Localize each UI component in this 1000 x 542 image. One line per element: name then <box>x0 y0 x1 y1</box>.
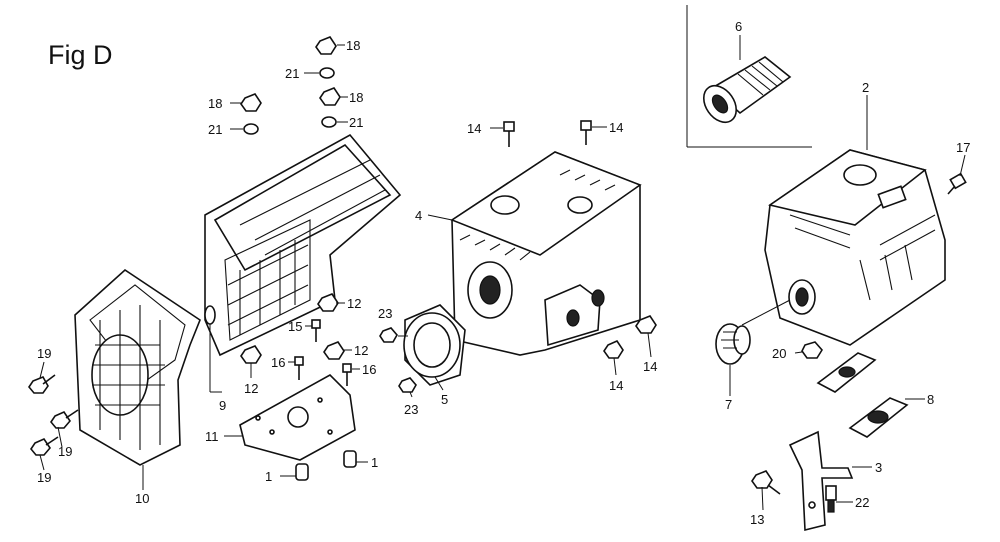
washer-21-b[interactable] <box>321 116 337 128</box>
bolt-22[interactable] <box>825 485 837 513</box>
callout-label: 12 <box>244 381 258 396</box>
callout-label: 22 <box>855 495 869 510</box>
callout-label: 13 <box>750 512 764 527</box>
callout-label: 10 <box>135 491 149 506</box>
nut-20[interactable] <box>801 341 823 359</box>
starter-cover[interactable] <box>403 304 466 386</box>
bolt-14-a[interactable] <box>503 121 515 147</box>
callout-label: 18 <box>346 38 360 53</box>
callout-label: 5 <box>441 392 448 407</box>
callout-label: 21 <box>208 122 222 137</box>
callout-label: 18 <box>349 90 363 105</box>
callout-label: 3 <box>875 460 882 475</box>
callout-label: 9 <box>219 398 226 413</box>
callout-label: 14 <box>643 359 657 374</box>
bolt-15[interactable] <box>311 319 321 342</box>
callout-label: 6 <box>735 19 742 34</box>
callout-label: 19 <box>58 444 72 459</box>
nut-18-c[interactable] <box>240 93 262 112</box>
bolt-23-lower[interactable] <box>398 377 417 393</box>
bolt-16-b[interactable] <box>342 363 352 386</box>
muffler-stay[interactable] <box>788 430 854 532</box>
callout-label: 16 <box>362 362 376 377</box>
cylinder-shroud[interactable] <box>74 268 201 466</box>
callout-label: 14 <box>609 120 623 135</box>
callout-label: 19 <box>37 346 51 361</box>
nut-18-a[interactable] <box>315 36 337 55</box>
cylinder-cover[interactable] <box>204 133 402 357</box>
callout-label: 8 <box>927 392 934 407</box>
callouts: 18 21 18 18 21 21 14 14 6 2 17 4 12 23 1… <box>37 19 970 527</box>
fan-cover[interactable] <box>450 151 642 356</box>
spark-arrester-screen[interactable] <box>697 56 792 128</box>
callout-label: 12 <box>347 296 361 311</box>
callout-label: 7 <box>725 397 732 412</box>
leader-lines <box>39 35 966 511</box>
washer-21-c[interactable] <box>243 123 259 135</box>
collar-12-b[interactable] <box>323 341 345 360</box>
bolt-17[interactable] <box>947 172 967 195</box>
washer-21-a[interactable] <box>319 67 335 79</box>
callout-label: 14 <box>609 378 623 393</box>
bolt-14-d[interactable] <box>603 339 624 359</box>
bolt-13[interactable] <box>751 470 781 495</box>
base-plate[interactable] <box>239 374 356 461</box>
muffler-gasket[interactable] <box>816 352 909 438</box>
bolt-23-upper[interactable] <box>379 327 398 343</box>
callout-label: 18 <box>208 96 222 111</box>
callout-label: 17 <box>956 140 970 155</box>
damper-1-b[interactable] <box>343 450 357 468</box>
figure-title: Fig D <box>48 40 113 70</box>
callout-label: 23 <box>378 306 392 321</box>
collar-12-c[interactable] <box>240 345 262 364</box>
callout-label: 2 <box>862 80 869 95</box>
callout-label: 21 <box>285 66 299 81</box>
callout-label: 1 <box>371 455 378 470</box>
callout-label: 21 <box>349 115 363 130</box>
damper-1-a[interactable] <box>295 463 309 481</box>
bolt-19-b[interactable] <box>50 409 79 429</box>
callout-label: 15 <box>288 319 302 334</box>
bolt-19-c[interactable] <box>30 436 59 456</box>
bolt-16-a[interactable] <box>294 356 304 380</box>
callout-label: 1 <box>265 469 272 484</box>
collar-12-a[interactable] <box>317 293 339 312</box>
callout-label: 19 <box>37 470 51 485</box>
muffler[interactable] <box>764 149 946 346</box>
callout-label: 16 <box>271 355 285 370</box>
callout-label: 14 <box>467 121 481 136</box>
muffler-protector[interactable] <box>715 323 751 365</box>
bolt-14-b[interactable] <box>580 120 592 145</box>
nut-18-b[interactable] <box>319 87 341 106</box>
inset-frame <box>686 5 812 148</box>
bolt-14-c[interactable] <box>635 315 657 334</box>
callout-label: 12 <box>354 343 368 358</box>
callout-label: 20 <box>772 346 786 361</box>
bolt-19-a[interactable] <box>28 374 56 394</box>
callout-label: 11 <box>205 429 219 444</box>
callout-label: 23 <box>404 402 418 417</box>
callout-label: 4 <box>415 208 422 223</box>
